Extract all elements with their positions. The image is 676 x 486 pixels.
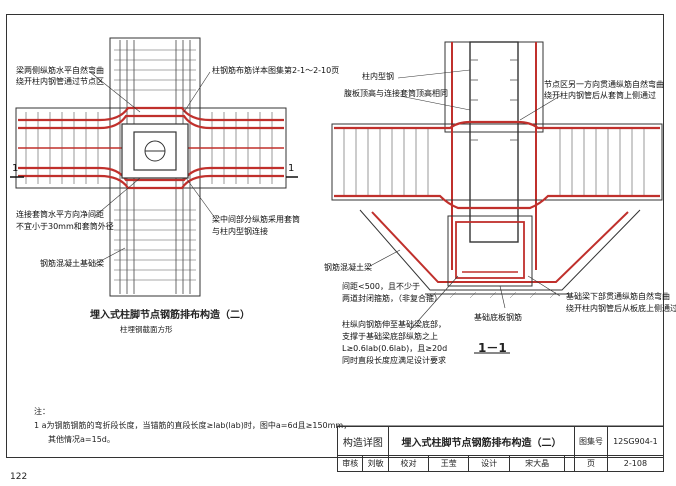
section-mark-left: 1 (12, 163, 19, 174)
left-drawing-title: 埋入式柱脚节点钢筋排布构造（二） (90, 310, 250, 321)
plan-red-bars (18, 106, 284, 190)
plan-vertical-beam (109, 37, 201, 297)
notes-head: 注： (34, 407, 50, 416)
label-rc-beam: 钢筋混凝土梁 (324, 263, 372, 272)
label-supported-on-bars: 支撑于基础梁底部纵筋之上 (342, 332, 438, 341)
note-1-cont: 其他情况a=15d。 (48, 435, 115, 444)
section-view (331, 41, 663, 354)
tb-check: 校对 (387, 455, 430, 472)
label-bottom-bars-bend: 基础梁下部贯通纵筋自然弯曲 (566, 292, 670, 301)
tb-review: 审核 (336, 455, 364, 472)
note-1: 1 a为钢筋钢筋的弯折段长度，当锚筋的直段长度≥lab(lab)时，图中a=6d… (34, 421, 352, 430)
label-middle-bars-coupler: 梁中间部分纵筋采用套筒 (212, 215, 300, 224)
tb-signature (564, 455, 576, 472)
tb-designer: 宋大晶 (508, 455, 566, 472)
tb-page: 2-108 (606, 455, 665, 472)
label-anchor-length: L≥0.6lab(0.6lab)，且≥20d (342, 344, 448, 353)
tb-reviewer: 刘敏 (362, 455, 389, 472)
label-bypass-column: 绕开柱内钢管通过节点区 (16, 77, 104, 86)
label-connect-steel: 与柱内型钢连接 (212, 227, 268, 236)
plan-view (10, 37, 298, 297)
label-column-bars-extend: 柱纵向钢筋伸至基础梁底部， (342, 320, 446, 329)
label-other-direction-bars: 节点区另一方向贯通纵筋自然弯曲 (544, 80, 664, 89)
label-bottom-bars-over: 绕开柱内钢管后从板底上侧通过 (566, 304, 676, 313)
label-column-rebar-ref: 柱钢筋布筋详本图集第2-1～2-10页 (212, 66, 340, 75)
label-straight-length: 同时直段长度应满足设计要求 (342, 356, 446, 365)
drawing-frame (6, 14, 664, 458)
tb-design: 设计 (468, 455, 510, 472)
tb-set-label: 图集号 (574, 426, 608, 456)
right-section-title: 1－1 (478, 341, 507, 355)
label-two-hoops: 两道封闭箍筋，（非复合箍） (342, 294, 442, 303)
tb-set-no: 12SG904-1 (606, 426, 665, 456)
label-foundation-beam: 钢筋混凝土基础梁 (40, 259, 104, 268)
label-coupler-spacing: 连接套筒水平方向净间距 (16, 210, 104, 219)
section-mark-right: 1 (288, 163, 295, 174)
label-column-steel: 柱内型钢 (362, 72, 394, 81)
page-number: 122 (10, 472, 28, 482)
label-base-slab-bars: 基础底板钢筋 (474, 313, 522, 322)
title-block: 构造详图 埋入式柱脚节点钢筋排布构造（二） 图集号 12SG904-1 审核 刘… (336, 426, 665, 472)
label-above-coupler: 绕开柱内钢管后从套筒上侧通过 (544, 91, 656, 100)
tb-drawing-title: 埋入式柱脚节点钢筋排布构造（二） (387, 426, 576, 456)
tb-category: 构造详图 (337, 426, 389, 456)
tb-page-label: 页 (574, 455, 608, 472)
label-spacing: 间距<500，且不少于 (342, 282, 420, 291)
tb-checker: 王莹 (428, 455, 470, 472)
label-web-height: 腹板顶高与连接套筒顶高相同 (344, 89, 448, 98)
label-beam-side-bars: 梁两侧纵筋水平自然弯曲 (16, 66, 104, 75)
left-drawing-subtitle: 柱埋钢截面方形 (120, 325, 173, 334)
label-coupler-min: 不宜小于30mm和套筒外径 (16, 222, 114, 231)
